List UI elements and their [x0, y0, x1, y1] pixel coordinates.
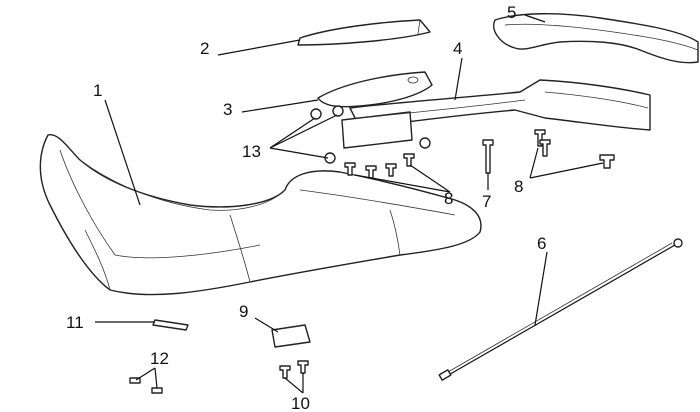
cover-part-2: [297, 19, 431, 46]
cable-part-6: [438, 238, 683, 381]
screws-part-10: [279, 360, 309, 379]
callout-9: 9: [239, 302, 249, 321]
strip-part-11: [152, 319, 189, 331]
callout-12: 12: [150, 349, 169, 368]
clips-part-12: [129, 377, 163, 394]
seat-frame-part-4: [341, 79, 651, 149]
callout-4: 4: [453, 39, 463, 58]
callout-3: 3: [223, 100, 233, 119]
callout-1: 1: [93, 81, 103, 100]
callout-13: 13: [242, 142, 261, 161]
nuts-part-13: [310, 105, 431, 164]
leader-lines: [95, 14, 604, 394]
bolt-part-7: [482, 139, 494, 174]
callout-10: 10: [291, 394, 310, 412]
callout-7: 7: [482, 192, 492, 211]
callout-5: 5: [507, 3, 517, 22]
callout-6: 6: [537, 234, 547, 253]
callout-8a: 8: [444, 189, 454, 208]
grab-handle-part-5: [493, 13, 699, 64]
seat-part-1: [39, 134, 482, 296]
callout-2: 2: [200, 39, 210, 58]
screws-part-8: [344, 129, 615, 179]
callout-8b: 8: [514, 177, 524, 196]
bracket-part-9: [271, 324, 311, 348]
callout-11: 11: [66, 313, 84, 332]
cover-part-3: [317, 71, 433, 108]
